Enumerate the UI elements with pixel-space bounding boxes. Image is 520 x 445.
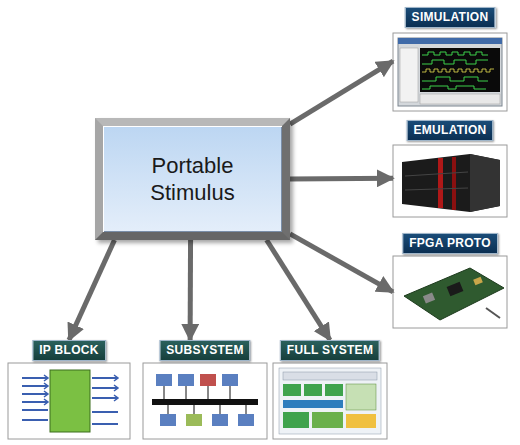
emulator-photo-part (393, 145, 507, 217)
subsystem-drawing-part (156, 374, 172, 386)
target-panel: SUBSYSTEM (143, 340, 267, 439)
box-title: Portable Stimulus (133, 152, 253, 206)
subsystem-drawing-part (238, 414, 254, 426)
full-system-drawing-part (325, 384, 343, 396)
simulation-screenshot-part (420, 94, 500, 104)
full-system-drawing-part (312, 412, 343, 428)
ip-block-drawing-part (8, 363, 130, 439)
subsystem-drawing-part (152, 399, 258, 405)
simulation-screenshot-part (420, 48, 500, 92)
simulation-screenshot-part (422, 69, 494, 72)
ip-block-drawing (8, 363, 130, 439)
subsystem-drawing-part (160, 414, 176, 426)
target-panel: FPGA PROTO (393, 233, 507, 328)
simulation-screenshot-part (422, 77, 488, 81)
full-system-drawing-part (283, 372, 377, 380)
simulation-screenshot-part (422, 52, 488, 55)
flow-arrow (267, 240, 330, 340)
panel-heading: IP BLOCK (32, 340, 106, 361)
simulation-screenshot-part (400, 48, 418, 102)
full-system-drawing-part (346, 414, 376, 428)
emulator-photo-part (402, 154, 500, 212)
target-panel: EMULATION (393, 120, 507, 217)
simulation-screenshot-part (398, 38, 502, 44)
central-box: Portable Stimulus (95, 118, 290, 240)
panel-heading: FPGA PROTO (402, 233, 498, 254)
subsystem-drawing-part (178, 374, 194, 386)
emulator-photo-part (405, 172, 468, 176)
flow-arrow (188, 240, 193, 340)
full-system-drawing-part (273, 363, 387, 439)
panel-heading: SUBSYSTEM (159, 340, 250, 361)
panel-heading: EMULATION (406, 120, 493, 141)
fpga-board-photo (393, 256, 507, 328)
full-system-drawing-part (283, 400, 343, 408)
simulation-screenshot-part (422, 86, 486, 89)
target-panel: IP BLOCK (8, 340, 130, 439)
ip-block-drawing-part (22, 378, 118, 424)
subsystem-drawing-part (186, 414, 202, 426)
emulator-photo-part (438, 158, 443, 208)
full-system-drawing (273, 363, 387, 439)
ip-block-drawing-part (44, 375, 118, 405)
simulation-screenshot-part (422, 60, 488, 64)
ip-block-drawing-part (50, 370, 90, 432)
emulator-photo (393, 145, 507, 217)
full-system-drawing-part (304, 384, 322, 396)
target-panel: SIMULATION (393, 7, 507, 111)
fpga-board-photo-part (404, 268, 504, 320)
flow-arrow (290, 176, 393, 182)
flow-arrow (290, 234, 393, 292)
emulator-photo-part (470, 154, 500, 212)
simulation-screenshot (393, 33, 507, 111)
fpga-board-photo-part (393, 256, 507, 328)
simulation-screenshot-part (398, 38, 502, 106)
full-system-drawing-part (283, 384, 301, 396)
subsystem-drawing-part (164, 386, 246, 414)
fpga-board-photo-part (423, 292, 435, 303)
panel-heading: SIMULATION (405, 7, 496, 28)
flow-arrow (69, 240, 115, 340)
full-system-drawing-part (279, 368, 381, 434)
subsystem-drawing-part (222, 374, 238, 386)
simulation-screenshot-part (393, 33, 507, 111)
target-panel: FULL SYSTEM (273, 340, 387, 439)
subsystem-drawing-part (212, 414, 228, 426)
flow-arrow (290, 61, 393, 124)
full-system-drawing-part (283, 412, 309, 428)
emulator-photo-part (452, 157, 456, 210)
subsystem-drawing-part (200, 374, 216, 386)
fpga-board-photo-part (447, 282, 464, 297)
subsystem-drawing (143, 363, 267, 439)
subsystem-drawing-part (143, 363, 267, 439)
emulator-photo-part (405, 188, 468, 190)
full-system-drawing-part (346, 384, 376, 410)
panel-heading: FULL SYSTEM (280, 340, 380, 361)
fpga-board-photo-part (486, 308, 500, 318)
fpga-board-photo-part (473, 277, 483, 286)
